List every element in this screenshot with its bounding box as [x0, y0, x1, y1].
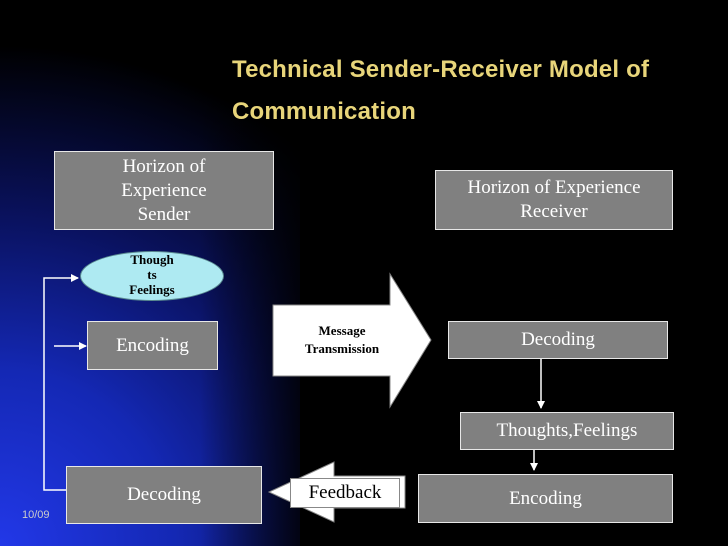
- footer-date: 10/09: [22, 509, 50, 521]
- sender-thoughts-label: Though ts Feelings: [129, 252, 175, 297]
- receiver-horizon-box: Horizon of Experience Receiver: [435, 170, 673, 230]
- slide-title-line-1: Technical Sender-Receiver Model of: [232, 56, 650, 83]
- sender-horizon-box: Horizon of Experience Sender: [54, 151, 274, 230]
- feedback-label: Feedback: [290, 478, 400, 508]
- slide-title-line-2: Communication: [232, 98, 416, 125]
- sender-thoughts-oval: Though ts Feelings: [80, 251, 224, 301]
- receiver-thoughts-box: Thoughts,Feelings: [460, 412, 674, 450]
- receiver-decoding-box: Decoding: [448, 321, 668, 359]
- feedback-loop-line: [43, 274, 79, 491]
- message-transmission-arrow: [272, 272, 432, 409]
- sender-decoding-box: Decoding: [66, 466, 262, 524]
- receiver-encoding-box: Encoding: [418, 474, 673, 523]
- message-transmission-label: Message Transmission: [304, 323, 380, 356]
- sender-encoding-box: Encoding: [87, 321, 218, 370]
